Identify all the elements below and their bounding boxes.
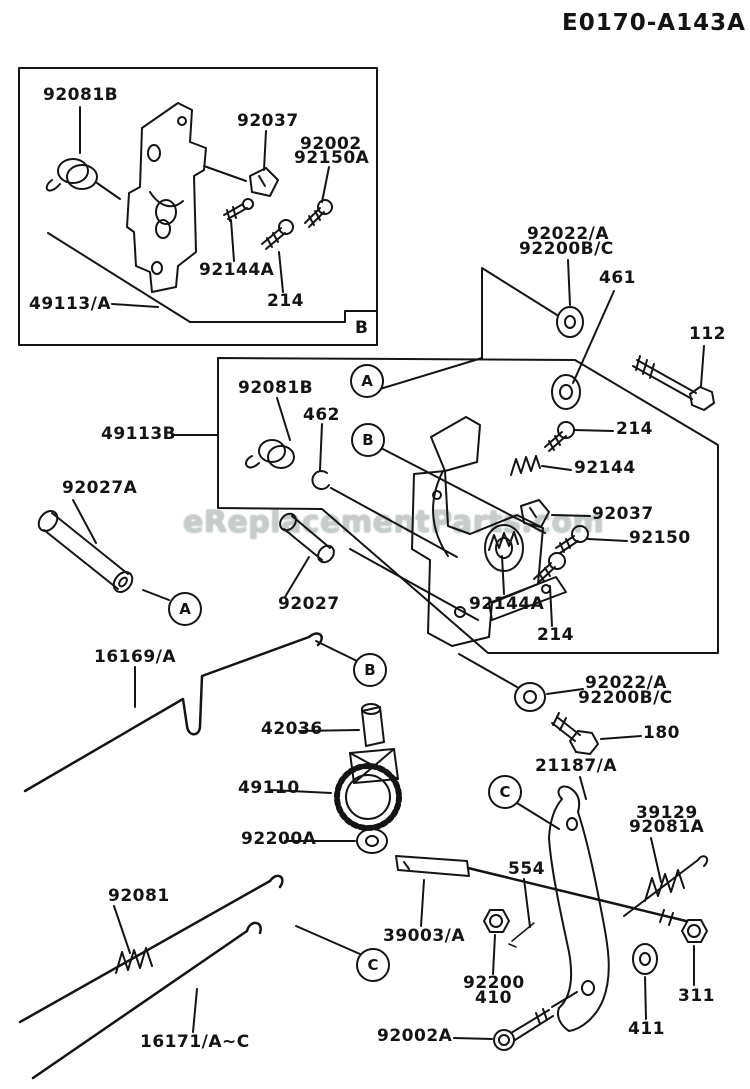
collar-92027a-icon [37, 499, 170, 601]
bolt-214c-icon [533, 552, 566, 627]
part-label-180-26: 180 [643, 723, 680, 743]
washer-92022b-icon [458, 653, 584, 712]
spring-92144a2-icon [488, 531, 519, 595]
assembly-marker-C-5: C [356, 948, 390, 982]
washer-92200a-icon [284, 828, 388, 854]
part-label-92081B-0: 92081B [43, 85, 119, 105]
assembly-marker-A-2: A [168, 592, 202, 626]
arm-39003-icon [395, 855, 688, 927]
part-label-49113-A-6: 49113/A [29, 294, 112, 314]
part-label-39129-31: 39129 [636, 803, 698, 823]
clamp-92037b-icon [520, 499, 591, 528]
part-label-411-39: 411 [628, 1019, 665, 1039]
part-label-49113B-12: 49113B [101, 424, 177, 444]
part-label-92037-18: 92037 [592, 504, 654, 524]
part-label-92002-2: 92002 [300, 134, 362, 154]
rod-92081-icon [18, 874, 284, 1024]
spring-92081a-icon [623, 837, 709, 917]
washer-92022-icon [556, 259, 584, 338]
bolt-92150-icon [555, 525, 628, 554]
spring-92081b-icon [45, 106, 121, 200]
part-label-214-22: 214 [537, 625, 574, 645]
bolt-180-icon [551, 712, 642, 755]
part-label-92150A-3: 92150A [294, 148, 370, 168]
part-label-112-11: 112 [689, 324, 726, 344]
part-label-92002A-40: 92002A [377, 1026, 453, 1046]
part-label-21187-A-30: 21187/A [535, 756, 618, 776]
bolt-112-icon [632, 345, 715, 411]
sleeve-42036-icon [298, 703, 385, 747]
bolt-92002a-icon [453, 991, 578, 1051]
part-label-39003-A-35: 39003/A [383, 926, 466, 946]
part-label-92022-A-24: 92022/A [585, 673, 668, 693]
part-label-462-14: 462 [303, 405, 340, 425]
inset-box-b-outline [18, 67, 378, 346]
part-label-554-33: 554 [508, 859, 545, 879]
bolt-92144a-icon [223, 198, 254, 262]
part-label-92144A-4: 92144A [199, 260, 275, 280]
part-label-461-10: 461 [599, 268, 636, 288]
assembly-marker-A-0: A [350, 364, 384, 398]
bolt-214b-icon [544, 421, 614, 452]
bracket-49113-icon [126, 102, 247, 293]
nut-92200-icon [483, 909, 510, 975]
washer-411-icon [632, 943, 658, 1020]
nut-311-icon [681, 919, 708, 986]
marker-b-link-line [380, 447, 546, 534]
pin-554-icon [508, 878, 535, 948]
assembly-marker-B-3: B [353, 653, 387, 687]
marker-a-link-line [379, 267, 558, 390]
rod-16171-icon [31, 921, 262, 1080]
part-label-92200B-C-9: 92200B/C [519, 239, 614, 259]
part-label-92081-34: 92081 [108, 886, 170, 906]
bolt-92002-icon [304, 166, 333, 228]
part-label-92027-20: 92027 [278, 594, 340, 614]
bracket-49113b-assembly [411, 416, 567, 647]
part-label-214-16: 214 [616, 419, 653, 439]
spring-92144-icon [510, 455, 572, 476]
part-label-311-38: 311 [678, 986, 715, 1006]
clip-462-icon [311, 423, 458, 558]
part-label-92200-36: 92200 [463, 973, 525, 993]
part-label-16169-A-23: 16169/A [94, 647, 177, 667]
enclosure-49113b-outline [217, 357, 719, 654]
part-label-92027A-15: 92027A [62, 478, 138, 498]
bolt-214-icon [261, 219, 294, 293]
part-label-92200A-29: 92200A [241, 829, 317, 849]
part-label-92144A-21: 92144A [469, 594, 545, 614]
marker-c2-link-line [295, 925, 361, 955]
part-label-214-5: 214 [267, 291, 304, 311]
diagram-title: E0170-A143A [562, 10, 746, 36]
clamp-92037-icon [249, 130, 279, 197]
part-label-410-37: 410 [475, 988, 512, 1008]
spring-92081b2-icon [245, 397, 295, 469]
governor-49110-icon [270, 748, 402, 831]
rod-16169-icon [23, 632, 358, 793]
washer-461-icon [551, 290, 615, 410]
part-label-92081B-13: 92081B [238, 378, 314, 398]
part-label-92022-A-8: 92022/A [527, 224, 610, 244]
part-label-92200B-C-25: 92200B/C [578, 688, 673, 708]
part-label-92081A-32: 92081A [629, 817, 705, 837]
part-label-92150-19: 92150 [629, 528, 691, 548]
assembly-marker-B-1: B [351, 423, 385, 457]
part-label-16171-A-C-41: 16171/A~C [140, 1032, 250, 1052]
part-label-92037-1: 92037 [237, 111, 299, 131]
part-label-42036-27: 42036 [261, 719, 323, 739]
part-label-49110-28: 49110 [238, 778, 300, 798]
assembly-marker-C-4: C [488, 775, 522, 809]
part-label-92144-17: 92144 [574, 458, 636, 478]
part-label-B-7: B [355, 318, 369, 338]
arm-21187-icon [516, 776, 610, 1032]
